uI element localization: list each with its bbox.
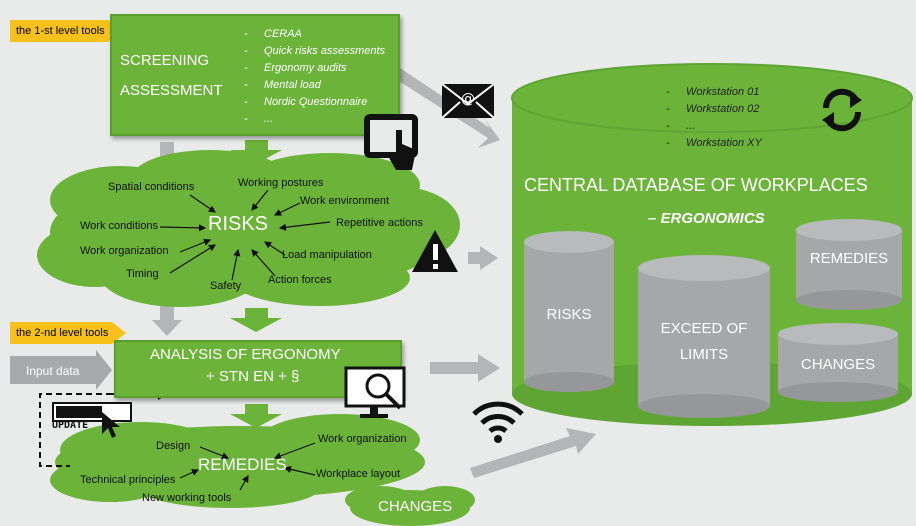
risks-title: RISKS — [208, 213, 269, 235]
arrow-screening-to-risks — [230, 140, 282, 164]
remedy-label: Technical principles — [80, 474, 176, 486]
risk-pointers — [159, 189, 331, 281]
changes-cloud — [345, 486, 475, 526]
database-title: CENTRAL DATABASE OF WORKPLACES — [524, 175, 868, 195]
envelope-icon: @ — [441, 83, 495, 119]
screening-tools-list: -CERAA -Quick risks assessments -Ergonom… — [244, 26, 385, 128]
update-label: UPDATE — [52, 420, 89, 431]
monitor-analysis-icon — [344, 366, 406, 418]
list-item: -Mental load — [244, 79, 321, 91]
remedies-title: REMEDIES — [198, 455, 287, 474]
refresh-icon — [822, 88, 862, 132]
list-item: -Workstation 01 — [666, 86, 760, 98]
first-level-tag: the 1-st level tools — [10, 20, 122, 42]
arrow-risks-to-db — [468, 246, 498, 270]
warning-icon — [412, 230, 458, 272]
risk-label: Repetitive actions — [336, 217, 423, 229]
cylinder-risks-label: RISKS — [546, 306, 592, 323]
input-data-arrow — [10, 350, 112, 390]
remedy-label: New working tools — [142, 492, 232, 504]
database-subtitle: – ERGONOMICS — [648, 210, 765, 227]
risk-label: Work organization — [80, 245, 169, 257]
risk-label: Load manipulation — [282, 249, 372, 261]
list-item: -... — [244, 113, 274, 125]
risk-label: Action forces — [268, 274, 332, 286]
remedy-label: Workplace layout — [316, 468, 401, 480]
update-dashed-line — [39, 393, 112, 467]
list-item: -CERAA — [244, 28, 302, 40]
svg-text:@: @ — [461, 91, 475, 107]
remedies-pointers — [179, 442, 316, 491]
risk-label: Timing — [126, 268, 159, 280]
analysis-subtitle: + STN EN + § — [206, 368, 300, 385]
tablet-touch-icon — [364, 114, 418, 170]
risk-label: Working postures — [238, 177, 324, 189]
cursor-icon — [102, 412, 120, 438]
arrow-analysis-to-remedies — [230, 404, 282, 428]
arrow-analysis-to-db — [430, 354, 500, 382]
remedy-label: Design — [156, 440, 191, 452]
risk-label: Work conditions — [80, 220, 159, 232]
remedies-cloud — [50, 414, 425, 508]
remedy-label: Work organization — [318, 433, 407, 445]
analysis-title: ANALYSIS OF ERGONOMY — [150, 346, 341, 363]
green-arrows — [230, 140, 282, 428]
arrow-remedies-to-db — [470, 428, 596, 478]
screening-title: SCREENING — [120, 52, 210, 69]
cylinder-exceed-label-2: LIMITS — [679, 346, 729, 363]
workstation-list: -Workstation 01 -Workstation 02 -... -Wo… — [666, 84, 762, 152]
second-level-tag: the 2-nd level tools — [10, 322, 126, 344]
risk-label: Work environment — [300, 195, 390, 207]
list-item: -Workstation 02 — [666, 103, 760, 115]
list-item: -Nordic Questionnaire — [244, 96, 368, 108]
list-item: -Quick risks assessments — [244, 45, 386, 57]
arrow-risks-to-analysis — [230, 308, 282, 332]
list-item: -Ergonomy audits — [244, 62, 347, 74]
input-data-label: Input data — [26, 364, 80, 378]
risk-label: Spatial conditions — [108, 181, 195, 193]
cylinder-remedies-label: REMEDIES — [809, 250, 889, 267]
update-progress-icon — [52, 402, 132, 422]
cylinder-changes-label: CHANGES — [800, 356, 876, 373]
cylinder-exceed-label-1: EXCEED OF — [660, 320, 748, 337]
cylinder-risks — [524, 231, 614, 392]
assessment-title: ASSESSMENT — [120, 82, 223, 99]
list-item: -Workstation XY — [666, 137, 762, 149]
screening-assessment-box: SCREENING ASSESSMENT -CERAA -Quick risks… — [110, 14, 400, 136]
cylinder-remedies — [796, 219, 902, 310]
wifi-icon — [472, 401, 524, 443]
changes-cloud-label: CHANGES — [378, 498, 453, 515]
list-item: -... — [666, 120, 696, 132]
cylinder-changes — [778, 323, 898, 402]
cylinder-exceed — [638, 255, 770, 418]
risk-label: Safety — [210, 280, 242, 292]
